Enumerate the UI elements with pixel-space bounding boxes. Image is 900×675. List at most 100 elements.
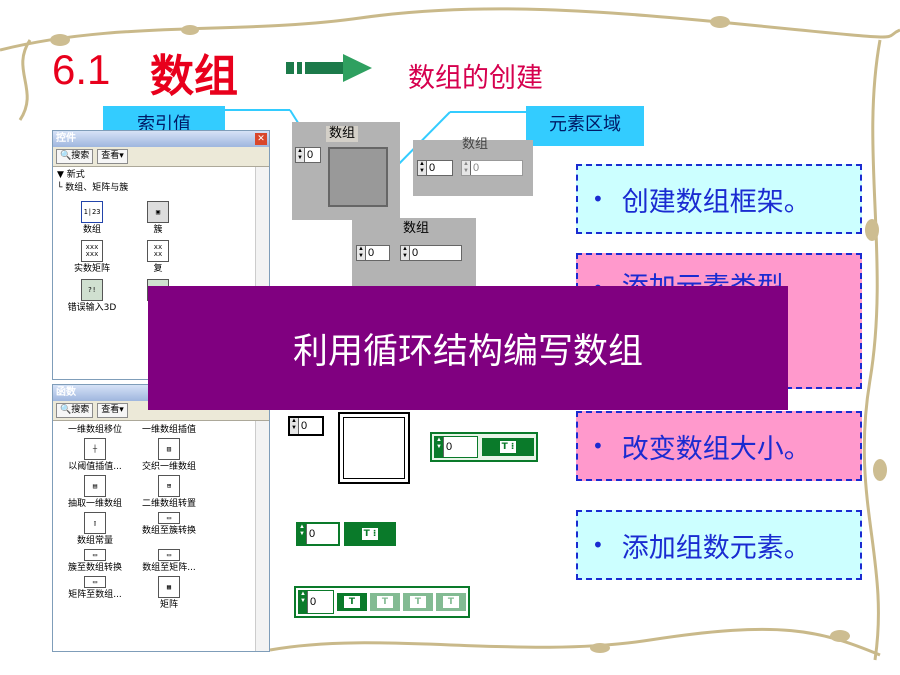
palette-item-matrix[interactable]: ▦矩阵 bbox=[135, 574, 203, 611]
controls-tree: ▼ 新式 └ 数组、矩阵与簇 bbox=[53, 167, 269, 197]
index-value: 0 bbox=[446, 441, 453, 453]
boolean-constant[interactable]: T bbox=[337, 593, 367, 611]
array-element-area[interactable] bbox=[328, 147, 388, 207]
palette-item-label: 数组 bbox=[82, 225, 101, 235]
palette-item-interpolate-1d[interactable]: 一维数组插值 bbox=[135, 423, 203, 436]
section-number: 6.1 bbox=[52, 46, 111, 93]
spin-arrows-icon[interactable]: ▲▼ bbox=[462, 161, 471, 175]
array-shell-empty[interactable]: 数组 ▲▼ 0 bbox=[292, 122, 400, 220]
spin-arrows-icon[interactable]: ▲▼ bbox=[299, 591, 308, 613]
transpose-icon: ⊞ bbox=[158, 475, 180, 497]
index-control[interactable]: ▲▼ 0 bbox=[417, 160, 453, 176]
spin-arrows-icon[interactable]: ▲▼ bbox=[357, 246, 366, 260]
array-shell-numeric[interactable]: 数组 ▲▼ 0 ▲▼ 0 bbox=[413, 137, 533, 196]
index-control[interactable]: ▲▼ 0 bbox=[288, 416, 324, 436]
boolean-true-icon: T bbox=[443, 596, 459, 608]
index-control[interactable]: ▲▼ 0 bbox=[434, 436, 478, 458]
functions-toolbar: 🔍搜索 查看▾ bbox=[53, 401, 269, 421]
palette-item-interleave[interactable]: ▥交织一维数组 bbox=[135, 436, 203, 473]
cluster-to-array-icon: ▭ bbox=[84, 549, 106, 561]
boolean-true-icon: T bbox=[344, 596, 360, 608]
palette-item-label: 数组至矩阵... bbox=[142, 563, 196, 573]
palette-item-label: 交织一维数组 bbox=[141, 462, 196, 472]
palette-item-matrix-to-array[interactable]: ▭矩阵至数组... bbox=[61, 574, 129, 611]
boolean-constant[interactable]: T bbox=[436, 593, 466, 611]
spin-arrows-icon[interactable]: ▲▼ bbox=[296, 148, 305, 162]
boolean-constant[interactable]: T bbox=[370, 593, 400, 611]
palette-item-label: 一维数组插值 bbox=[141, 425, 196, 435]
palette-item-label: 一维数组移位 bbox=[67, 425, 122, 435]
palette-item-error-in[interactable]: ?!错误输入3D bbox=[61, 277, 123, 314]
element-value: 0 bbox=[473, 162, 480, 174]
step-create-frame: • 创建数组框架。 bbox=[576, 164, 862, 234]
palette-item-label: 数组常量 bbox=[76, 536, 113, 546]
array-to-matrix-icon: ▭ bbox=[158, 549, 180, 561]
boolean-true-icon: T ⁝ bbox=[500, 441, 516, 453]
palette-item-cluster[interactable]: ▣簇 bbox=[127, 199, 189, 236]
array-icon: 1|23 bbox=[81, 201, 103, 223]
palette-item-label: 簇至数组转换 bbox=[67, 563, 122, 573]
index-control[interactable]: ▲▼ 0 bbox=[356, 245, 390, 261]
spin-arrows-icon[interactable]: ▲▼ bbox=[401, 246, 410, 260]
index-control[interactable]: ▲▼ 0 bbox=[296, 522, 340, 546]
index-value: 0 bbox=[429, 162, 436, 174]
functions-palette-title: 函数 bbox=[56, 387, 76, 398]
tree-child[interactable]: └ 数组、矩阵与簇 bbox=[57, 183, 129, 193]
controls-view-button[interactable]: 查看▾ bbox=[97, 149, 128, 164]
element-control[interactable]: ▲▼ 0 bbox=[461, 160, 523, 176]
index-control[interactable]: ▲▼ 0 bbox=[298, 590, 334, 614]
boolean-true-icon: T ⁝ bbox=[362, 528, 378, 540]
step-text: 创建数组框架。 bbox=[621, 186, 811, 218]
controls-search-button[interactable]: 🔍搜索 bbox=[56, 149, 94, 164]
array-element-area[interactable] bbox=[338, 412, 410, 484]
palette-item-decimate[interactable]: ▤抽取一维数组 bbox=[61, 473, 129, 510]
spin-arrows-icon[interactable]: ▲▼ bbox=[435, 437, 444, 457]
index-control[interactable]: ▲▼ 0 bbox=[295, 147, 321, 163]
palette-item-array-constant[interactable]: ▯数组常量 bbox=[61, 510, 129, 547]
boolean-constant[interactable]: T bbox=[403, 593, 433, 611]
palette-item-array-to-cluster[interactable]: ▭数组至簇转换 bbox=[135, 510, 203, 547]
array-constant-empty[interactable]: ▲▼ 0 bbox=[288, 410, 412, 486]
bool-array-constant-2[interactable]: ▲▼ 0 T ⁝ bbox=[296, 522, 396, 546]
error-in-icon: ?! bbox=[81, 279, 103, 301]
arrow-right-icon bbox=[286, 54, 372, 82]
matrix-icon: ▦ bbox=[158, 576, 180, 598]
step-add-elements: • 添加组数元素。 bbox=[576, 510, 862, 580]
boolean-constant[interactable]: T ⁝ bbox=[482, 438, 534, 456]
palette-item-label: 数组至簇转换 bbox=[141, 526, 196, 536]
spin-arrows-icon[interactable]: ▲▼ bbox=[290, 418, 299, 434]
boolean-constant[interactable]: T ⁝ bbox=[344, 522, 396, 546]
bullet-icon: • bbox=[592, 533, 604, 557]
palette-item-array-to-matrix[interactable]: ▭ 数组至矩阵... bbox=[135, 547, 203, 574]
palette-item-transpose[interactable]: ⊞ 二维数组转置 bbox=[135, 473, 203, 510]
controls-toolbar: 🔍搜索 查看▾ bbox=[53, 147, 269, 167]
element-control[interactable]: ▲▼ 0 bbox=[400, 245, 462, 261]
step-text: 改变数组大小。 bbox=[621, 433, 811, 465]
functions-scrollbar[interactable] bbox=[255, 421, 269, 651]
index-value: 0 bbox=[309, 528, 316, 540]
palette-item-rotate-1d[interactable]: 一维数组移位 bbox=[61, 423, 129, 436]
palette-item-label: 实数矩阵 bbox=[73, 264, 110, 274]
array-label: 数组 bbox=[461, 137, 488, 152]
threshold-icon: ┼ bbox=[84, 438, 106, 460]
spin-arrows-icon[interactable]: ▲▼ bbox=[298, 524, 307, 544]
palette-item-cluster-to-array[interactable]: ▭ 簇至数组转换 bbox=[61, 547, 129, 574]
palette-item-array[interactable]: 1|23 数组 bbox=[61, 199, 123, 236]
section-title: 数组 bbox=[150, 51, 238, 102]
tree-root[interactable]: ▼ 新式 bbox=[57, 170, 85, 180]
controls-palette-header[interactable]: 控件 ✕ bbox=[53, 131, 269, 147]
functions-search-button[interactable]: 🔍搜索 bbox=[56, 403, 94, 418]
decimate-icon: ▤ bbox=[84, 475, 106, 497]
close-icon[interactable]: ✕ bbox=[255, 133, 267, 145]
functions-view-button[interactable]: 查看▾ bbox=[97, 403, 128, 418]
bool-array-constant-3[interactable]: ▲▼ 0 T T T T bbox=[294, 586, 470, 618]
array-shell-numeric-2[interactable]: 数组 ▲▼ 0 ▲▼ 0 bbox=[352, 218, 476, 288]
bool-array-constant-1[interactable]: ▲▼ 0 T ⁝ bbox=[430, 432, 538, 462]
spin-arrows-icon[interactable]: ▲▼ bbox=[418, 161, 427, 175]
palette-item-label: 以阈值插值... bbox=[68, 462, 122, 472]
palette-item-threshold[interactable]: ┼ 以阈值插值... bbox=[61, 436, 129, 473]
palette-item-label: 二维数组转置 bbox=[141, 499, 196, 509]
